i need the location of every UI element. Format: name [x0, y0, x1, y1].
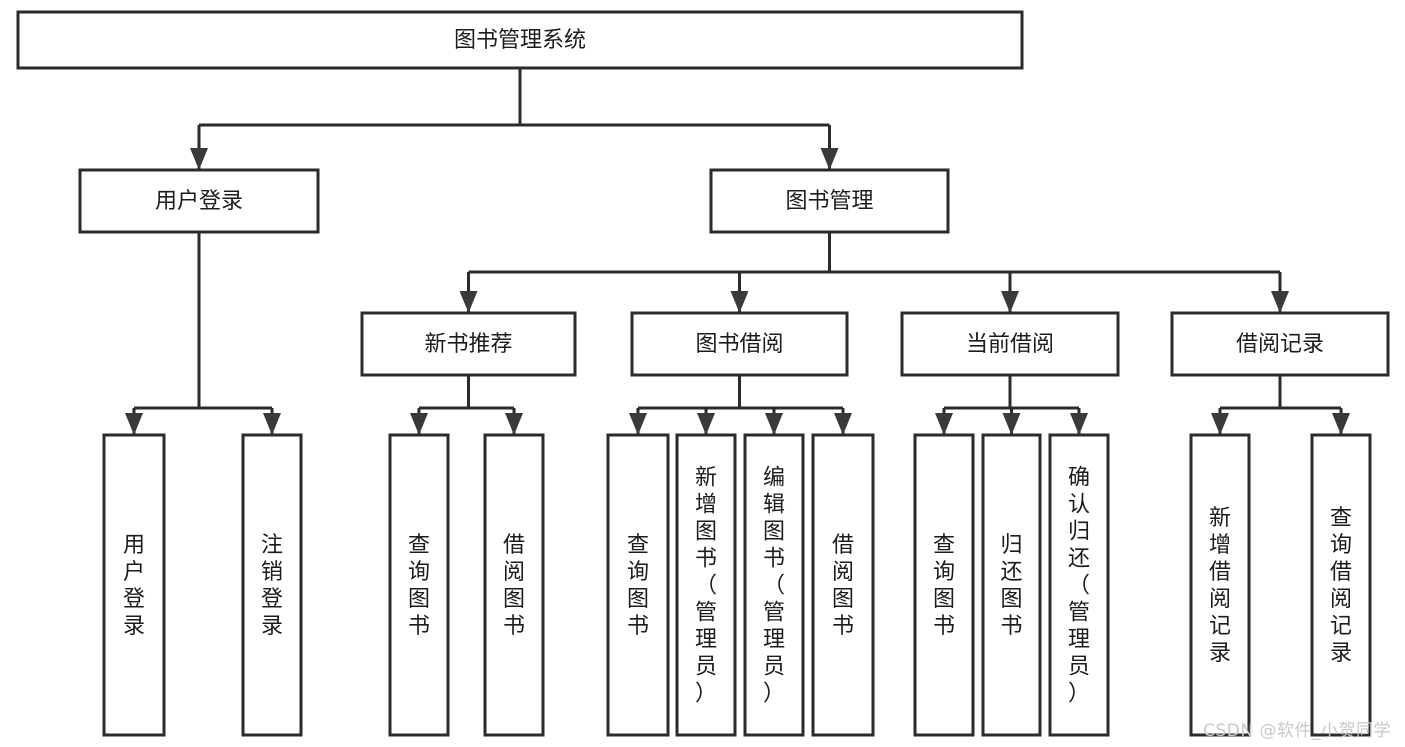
arrow-head-icon-leaf-add-borrow-record [1211, 413, 1229, 435]
node-box-borrow-records [1170, 311, 1390, 377]
node-leaf-edit-book-admin[interactable]: 编辑图书（管理员） [743, 433, 805, 737]
arrow-head-icon-new-book-recommend [459, 291, 478, 313]
node-label-leaf-return-book: 归还图书 [1000, 533, 1022, 639]
arrow-head-icon-leaf-query-book-new [410, 413, 428, 435]
node-root[interactable]: 图书管理系统 [16, 10, 1024, 70]
node-label-leaf-user-login: 用户登录 [123, 533, 145, 639]
node-box-leaf-query-book-current [913, 433, 975, 737]
arrow-head-icon-book-borrow [730, 291, 749, 313]
node-leaf-query-book-new[interactable]: 查询图书 [388, 433, 450, 737]
node-label-leaf-query-borrow-record: 查询借阅记录 [1330, 506, 1352, 666]
node-label-current-borrow: 当前借阅 [966, 332, 1054, 357]
arrow-head-icon-borrow-records [1271, 291, 1289, 313]
node-leaf-query-book-current[interactable]: 查询图书 [913, 433, 975, 737]
node-label-leaf-confirm-return-admin: 确认归还（管理员） [1068, 466, 1090, 707]
node-label-leaf-add-borrow-record: 新增借阅记录 [1209, 506, 1231, 666]
node-label-leaf-query-book-new: 查询图书 [408, 533, 430, 639]
node-box-user-login [78, 168, 320, 234]
arrow-head-icon-book-management [820, 148, 839, 170]
node-box-leaf-logout [241, 433, 303, 737]
node-leaf-query-borrow-record[interactable]: 查询借阅记录 [1310, 433, 1372, 737]
node-leaf-add-borrow-record[interactable]: 新增借阅记录 [1189, 433, 1251, 737]
node-borrow-records[interactable]: 借阅记录 [1170, 311, 1390, 377]
node-label-leaf-query-book-borrow: 查询图书 [627, 533, 649, 639]
node-box-root [16, 10, 1024, 70]
arrow-head-icon-leaf-borrow-book [834, 413, 852, 435]
node-label-leaf-logout: 注销登录 [261, 533, 283, 639]
node-label-leaf-borrow-book: 借阅图书 [832, 533, 854, 639]
node-label-leaf-query-book-current: 查询图书 [933, 533, 955, 639]
node-box-leaf-confirm-return-admin [1048, 433, 1110, 737]
node-leaf-add-book-admin[interactable]: 新增图书（管理员） [675, 433, 737, 737]
connector-layer [125, 68, 1350, 435]
node-leaf-confirm-return-admin[interactable]: 确认归还（管理员） [1048, 433, 1110, 737]
node-user-login[interactable]: 用户登录 [78, 168, 320, 234]
node-box-leaf-user-login [102, 433, 166, 737]
node-label-leaf-edit-book-admin: 编辑图书（管理员） [763, 466, 785, 707]
node-label-new-book-recommend: 新书推荐 [424, 332, 512, 357]
arrow-head-icon-leaf-return-book [1002, 413, 1021, 435]
csdn-watermark: CSDN @软件_小贺同学 [1203, 721, 1391, 741]
arrow-head-icon-leaf-edit-book-admin [765, 413, 783, 435]
node-layer: 图书管理系统用户登录图书管理新书推荐图书借阅当前借阅借阅记录用户登录注销登录查询… [16, 10, 1390, 737]
node-leaf-user-login[interactable]: 用户登录 [102, 433, 166, 737]
node-current-borrow[interactable]: 当前借阅 [900, 311, 1120, 377]
arrow-head-icon-user-login [190, 148, 208, 170]
node-label-leaf-borrow-book-new: 借阅图书 [503, 533, 525, 639]
node-box-leaf-query-borrow-record [1310, 433, 1372, 737]
node-new-book-recommend[interactable]: 新书推荐 [360, 311, 577, 377]
node-label-book-management: 图书管理 [785, 189, 873, 214]
node-leaf-borrow-book[interactable]: 借阅图书 [811, 433, 875, 737]
node-leaf-borrow-book-new[interactable]: 借阅图书 [483, 433, 545, 737]
arrow-head-icon-leaf-borrow-book-new [505, 413, 523, 435]
arrow-head-icon-leaf-confirm-return-admin [1070, 413, 1088, 435]
node-book-management[interactable]: 图书管理 [709, 168, 950, 234]
node-box-leaf-query-book-new [388, 433, 450, 737]
node-box-leaf-borrow-book-new [483, 433, 545, 737]
node-label-borrow-records: 借阅记录 [1236, 332, 1324, 357]
arrow-head-icon-leaf-query-book-current [935, 413, 953, 435]
node-label-book-borrow: 图书借阅 [695, 332, 783, 357]
node-label-root: 图书管理系统 [454, 28, 586, 53]
node-box-leaf-add-borrow-record [1189, 433, 1251, 737]
node-box-leaf-edit-book-admin [743, 433, 805, 737]
arrow-head-icon-current-borrow [1001, 291, 1019, 313]
arrow-head-icon-leaf-logout [263, 413, 281, 435]
arrow-head-icon-leaf-add-book-admin [697, 413, 715, 435]
node-box-leaf-add-book-admin [675, 433, 737, 737]
node-label-user-login: 用户登录 [155, 189, 243, 214]
node-leaf-logout[interactable]: 注销登录 [241, 433, 303, 737]
node-box-book-borrow [630, 311, 849, 377]
node-box-leaf-return-book [981, 433, 1042, 737]
node-box-new-book-recommend [360, 311, 577, 377]
node-box-current-borrow [900, 311, 1120, 377]
arrow-head-icon-leaf-user-login [125, 413, 143, 435]
node-label-leaf-add-book-admin: 新增图书（管理员） [695, 466, 717, 707]
arrow-head-icon-leaf-query-book-borrow [629, 413, 647, 435]
node-box-leaf-query-book-borrow [606, 433, 670, 737]
node-box-book-management [709, 168, 950, 234]
arrow-head-icon-leaf-query-borrow-record [1332, 413, 1350, 435]
node-leaf-return-book[interactable]: 归还图书 [981, 433, 1042, 737]
node-leaf-query-book-borrow[interactable]: 查询图书 [606, 433, 670, 737]
node-book-borrow[interactable]: 图书借阅 [630, 311, 849, 377]
node-box-leaf-borrow-book [811, 433, 875, 737]
